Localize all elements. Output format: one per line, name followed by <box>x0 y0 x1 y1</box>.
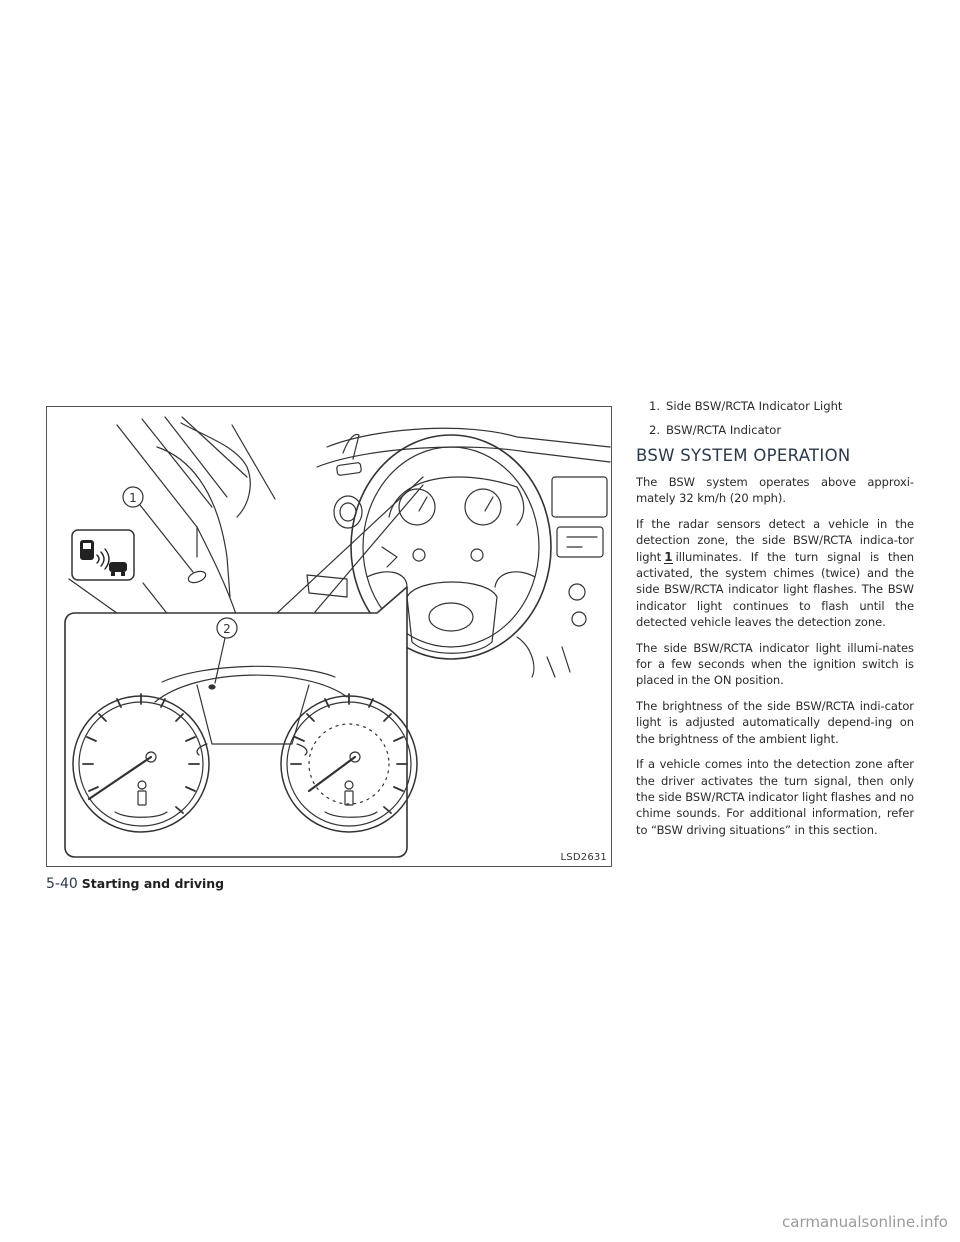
section-body: The BSW system operates above approxi-ma… <box>636 474 914 838</box>
dashboard-drawing: 1 <box>64 416 611 858</box>
legend-number: 2. <box>648 423 660 437</box>
zoom-box <box>64 586 408 858</box>
callout-1-circle <box>122 486 144 508</box>
callout-1-label: 1 <box>129 491 137 505</box>
figure-legend: 1. Side BSW/RCTA Indicator Light 2. BSW/RC… <box>636 398 914 438</box>
callout-reference: 1 <box>664 549 673 564</box>
tachometer-ticks <box>290 693 408 814</box>
callout-2-circle <box>216 617 238 639</box>
text-column: 1. Side BSW/RCTA Indicator Light 2. BSW/RC… <box>636 398 914 847</box>
chapter-title: Starting and driving <box>81 876 225 891</box>
side-bsw-icon <box>71 529 135 581</box>
legend-item: 2. BSW/RCTA Indicator <box>640 422 914 438</box>
paragraph: The brightness of the side BSW/RCTA indi… <box>636 698 914 746</box>
paragraph: The BSW system operates above approxi-ma… <box>636 475 914 506</box>
section-title: BSW SYSTEM OPERATION <box>636 446 851 465</box>
page-number: 5-40 <box>46 876 78 892</box>
paragraph-text: illuminates. If the turn signal is then … <box>636 549 914 630</box>
paragraph: If the radar sensors detect a vehicle in… <box>636 516 914 631</box>
figure-code: LSD2631 <box>560 852 607 863</box>
dashboard-illustration: 1 <box>46 406 612 867</box>
paragraph: The side BSW/RCTA indicator light illumi… <box>636 640 914 688</box>
paragraph: If a vehicle comes into the detection zo… <box>636 757 915 837</box>
paragraph-text: If the radar sensors detect a vehicle in… <box>636 516 914 564</box>
legend-label: BSW/RCTA Indicator <box>666 423 782 437</box>
speedometer-ticks <box>82 693 200 814</box>
legend-label: Side BSW/RCTA Indicator Light <box>666 399 843 413</box>
callout-2-label: 2 <box>223 622 231 636</box>
legend-number: 1. <box>648 399 660 413</box>
legend-item: 1. Side BSW/RCTA Indicator Light <box>640 398 914 414</box>
watermark[interactable]: carmanualsonline.info <box>782 1213 948 1231</box>
